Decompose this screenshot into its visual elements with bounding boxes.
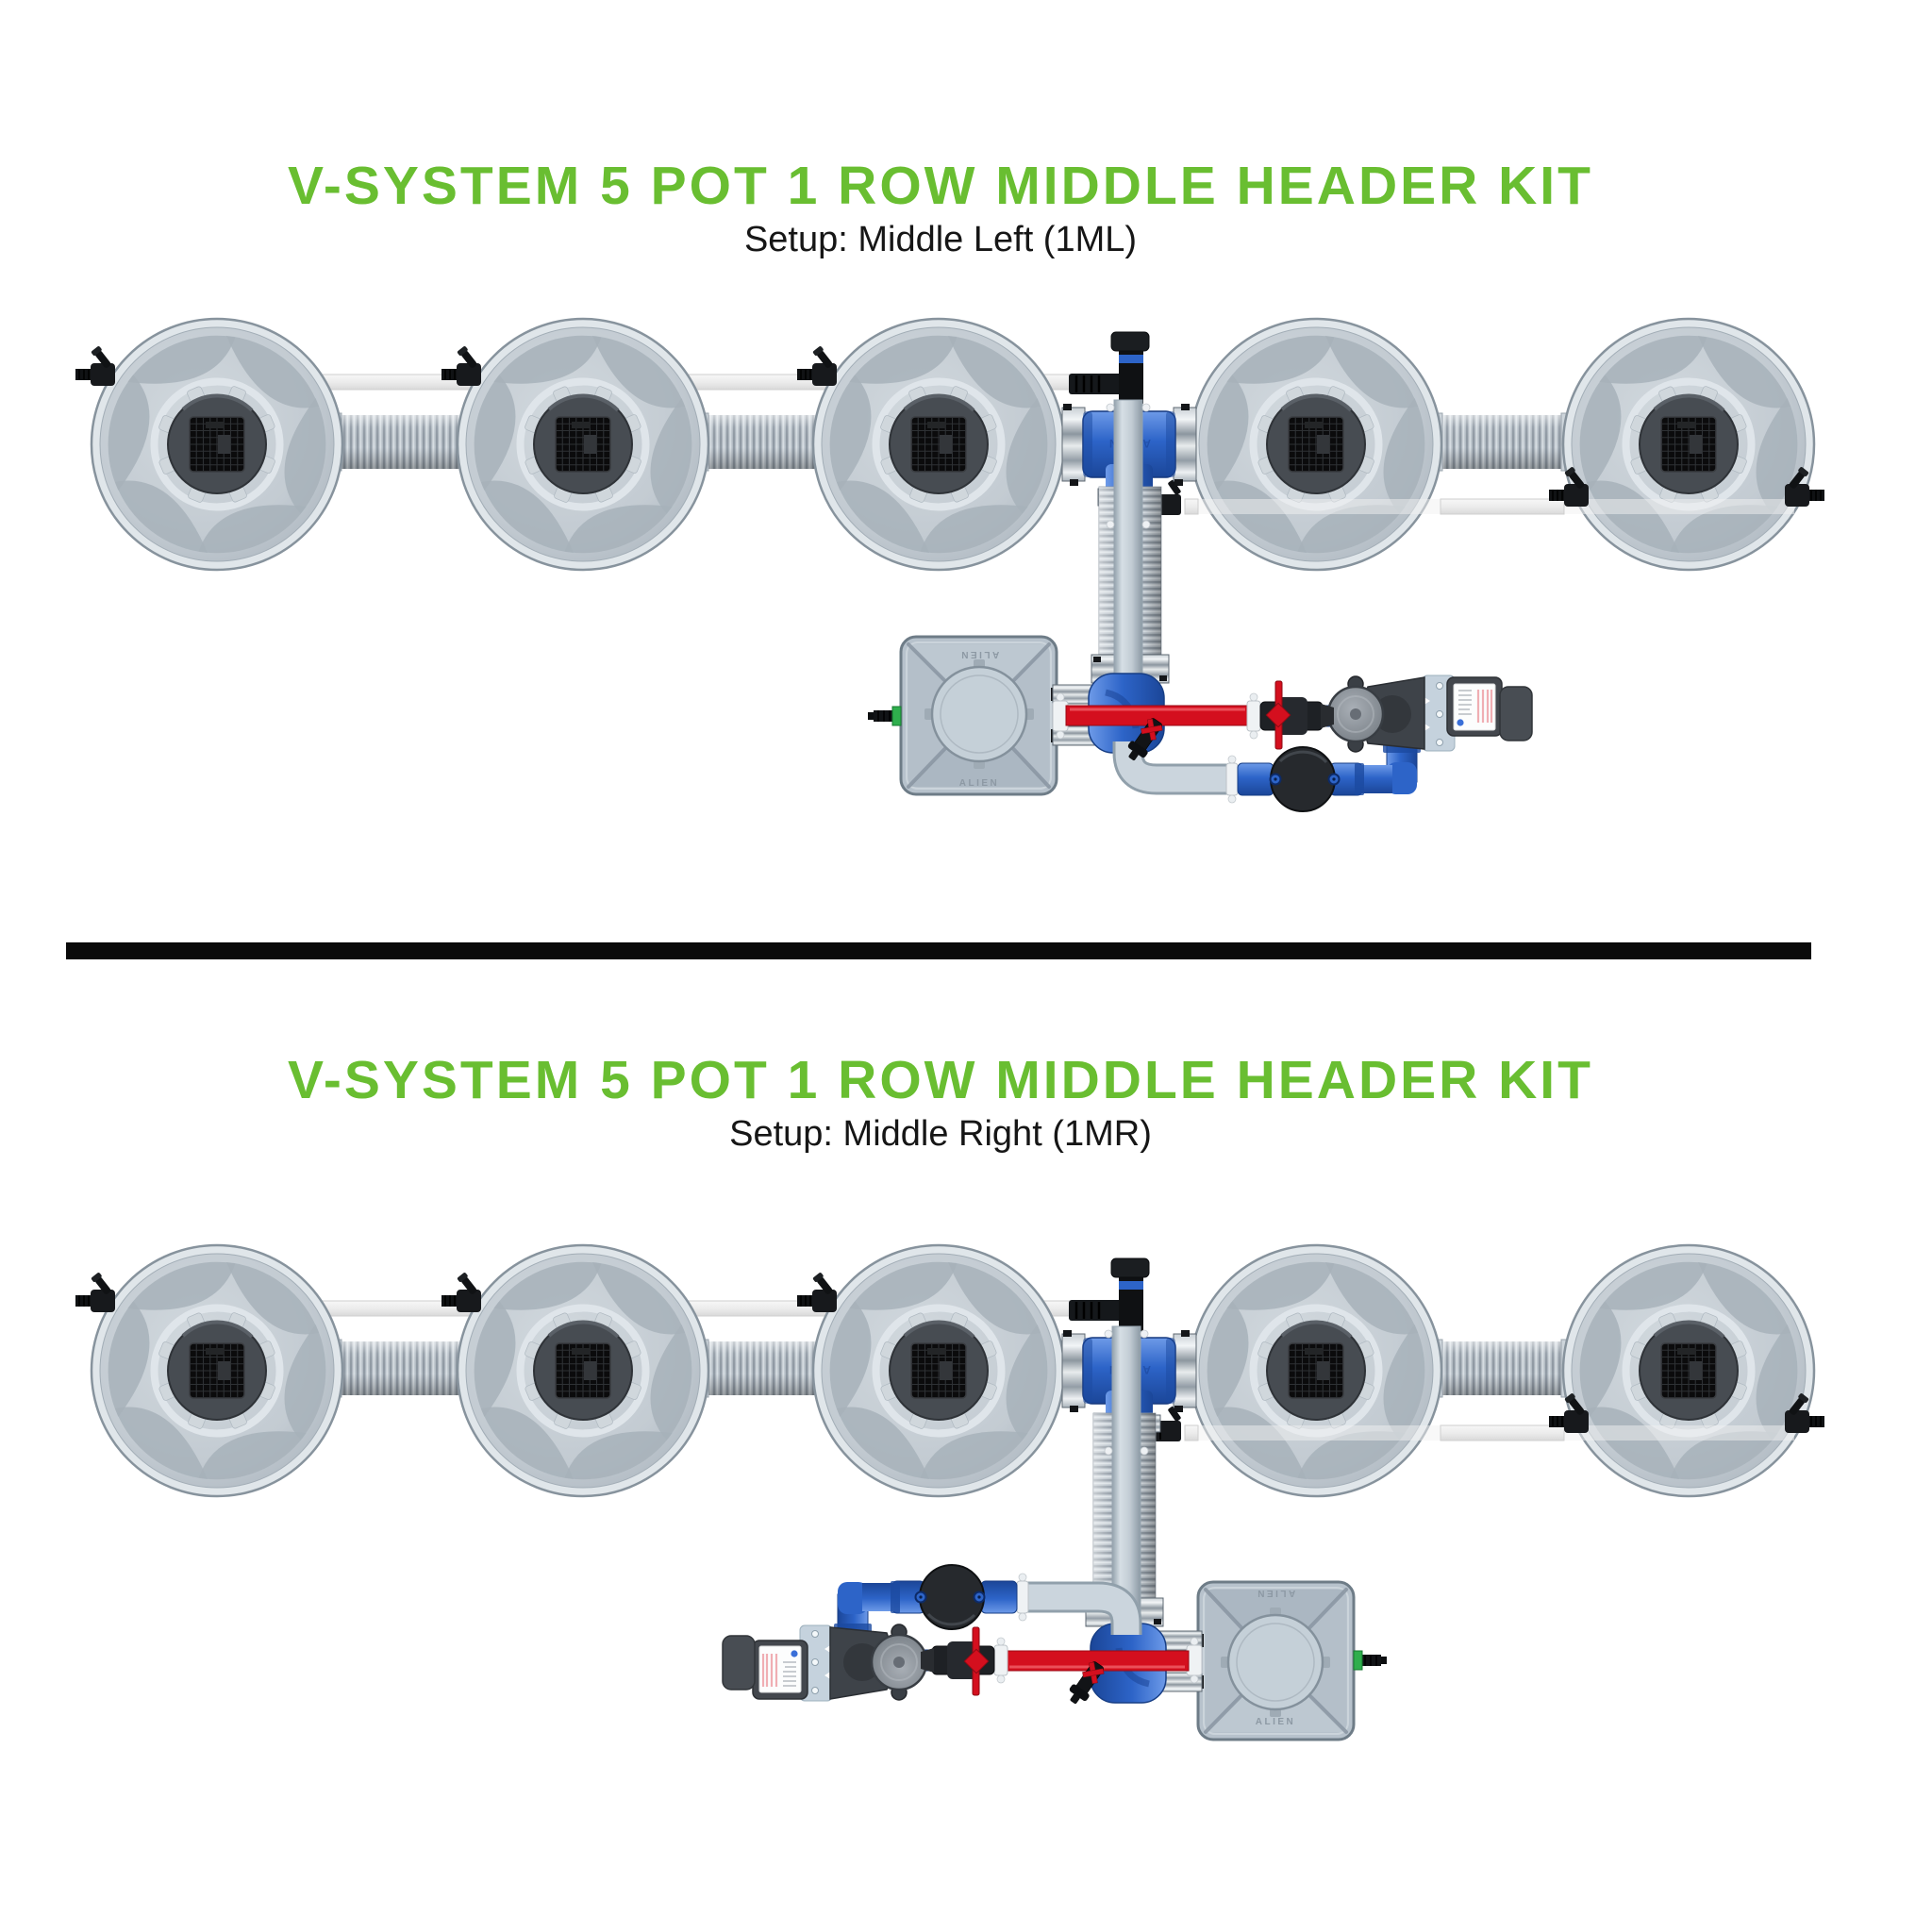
diagram-subtitle: Setup: Middle Left (1ML) (744, 220, 1137, 259)
diagram-title: V-SYSTEM 5 POT 1 ROW MIDDLE HEADER KIT (288, 1050, 1593, 1110)
diagram-subtitle: Setup: Middle Right (1MR) (729, 1114, 1152, 1154)
vertical-hoses (1091, 399, 1170, 746)
diagram-middle-left: V-SYSTEM 5 POT 1 ROW MIDDLE HEADER KIT S… (72, 156, 1833, 811)
diagram-title: V-SYSTEM 5 POT 1 ROW MIDDLE HEADER KIT (288, 156, 1593, 216)
section-divider (66, 942, 1811, 959)
diagram-middle-right: V-SYSTEM 5 POT 1 ROW MIDDLE HEADER KIT S… (72, 1050, 1833, 1740)
